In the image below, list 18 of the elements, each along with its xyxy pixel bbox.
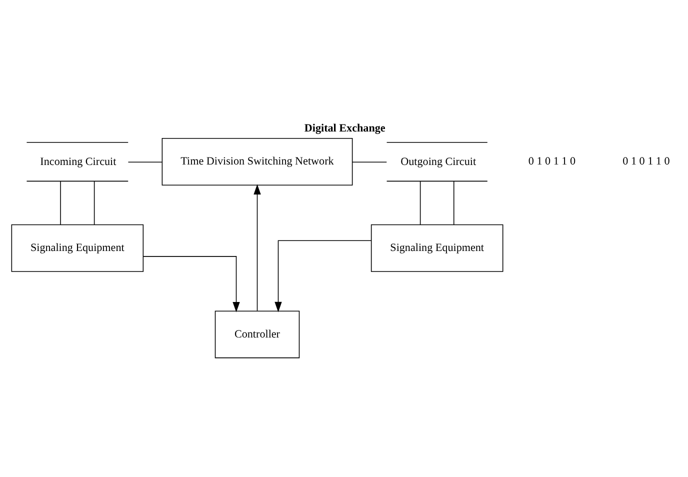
diagram-title: Digital Exchange: [304, 122, 386, 134]
node-text: Incoming Circuit: [40, 156, 116, 168]
connector: [128, 161, 162, 162]
connector: [60, 180, 61, 224]
node-box: Time Division Switching Network: [162, 138, 353, 186]
node-box: Controller: [214, 310, 300, 358]
label: 0 1 0 1 1 0: [622, 155, 670, 168]
node-box: Signaling Equipment: [11, 224, 144, 272]
label: 0 1 0 1 1 0: [528, 155, 576, 168]
arrow: [254, 184, 261, 311]
node-text: Outgoing Circuit: [400, 156, 476, 168]
connector: [94, 180, 95, 224]
connector: [352, 161, 388, 162]
arrow: [143, 256, 240, 312]
arrow: [274, 240, 372, 312]
node-box: Signaling Equipment: [370, 224, 504, 272]
connector: [453, 180, 454, 224]
connector: [420, 180, 421, 224]
